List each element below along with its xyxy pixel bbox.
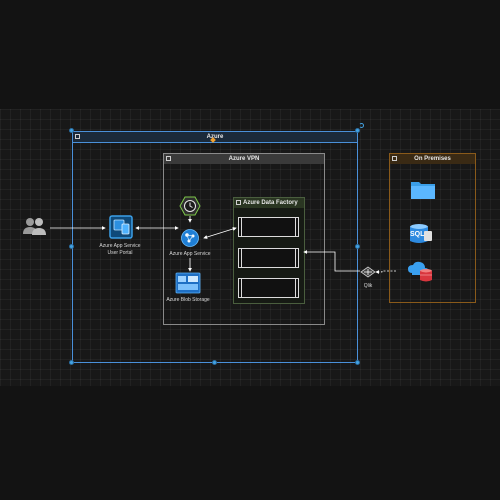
blob-storage-icon[interactable] bbox=[175, 272, 201, 294]
data-factory-header: Azure Data Factory bbox=[234, 198, 304, 208]
resize-handle[interactable] bbox=[355, 244, 360, 249]
sql-text: SQL bbox=[410, 231, 425, 238]
app-service-portal-icon[interactable] bbox=[109, 215, 133, 239]
on-premises-group[interactable]: On Premises bbox=[389, 153, 476, 303]
blob-storage-label: Azure Blob Storage bbox=[166, 297, 210, 303]
collapse-icon[interactable] bbox=[392, 156, 397, 161]
app-service-label: Azure App Service bbox=[169, 251, 211, 257]
resize-handle[interactable] bbox=[69, 360, 74, 365]
resize-handle[interactable] bbox=[212, 360, 217, 365]
folder-icon[interactable] bbox=[410, 178, 436, 200]
vpn-group-header: Azure VPN bbox=[164, 154, 324, 164]
qlik-adf-connector[interactable] bbox=[303, 250, 360, 272]
on-premises-title: On Premises bbox=[414, 156, 451, 162]
resize-handle[interactable] bbox=[355, 360, 360, 365]
resize-handle[interactable] bbox=[69, 244, 74, 249]
data-factory-title: Azure Data Factory bbox=[243, 200, 298, 206]
resize-handle[interactable] bbox=[69, 128, 74, 133]
vpn-group[interactable]: Azure VPN bbox=[163, 153, 325, 325]
qlik-label: Qlik bbox=[363, 283, 373, 289]
resize-handle[interactable] bbox=[355, 128, 360, 133]
collapse-icon[interactable] bbox=[236, 200, 241, 205]
pipeline-slot[interactable] bbox=[238, 248, 299, 268]
qlik-gateway-icon[interactable] bbox=[359, 265, 377, 279]
on-premises-header: On Premises bbox=[390, 154, 475, 164]
azure-group-title: Azure bbox=[206, 134, 224, 140]
collapse-icon[interactable] bbox=[166, 156, 171, 161]
onprem-qlik-connector[interactable] bbox=[375, 270, 396, 274]
users-icon[interactable] bbox=[22, 216, 48, 238]
pipeline-slot[interactable] bbox=[238, 217, 299, 237]
azure-group-header: Azure bbox=[73, 132, 357, 143]
portal-label-line1: Azure App Service bbox=[99, 243, 141, 249]
app-service-icon[interactable] bbox=[180, 228, 200, 248]
clock-icon[interactable] bbox=[179, 196, 201, 216]
app-adf-connector[interactable] bbox=[203, 227, 237, 239]
cloud-database-icon[interactable] bbox=[407, 261, 435, 283]
pipeline-slot[interactable] bbox=[238, 278, 299, 298]
portal-label-line2: User Portal bbox=[107, 250, 133, 256]
rotate-icon[interactable] bbox=[359, 123, 364, 128]
sql-database-icon[interactable] bbox=[408, 223, 434, 245]
vpn-group-title: Azure VPN bbox=[228, 156, 260, 162]
collapse-icon[interactable] bbox=[75, 134, 80, 139]
